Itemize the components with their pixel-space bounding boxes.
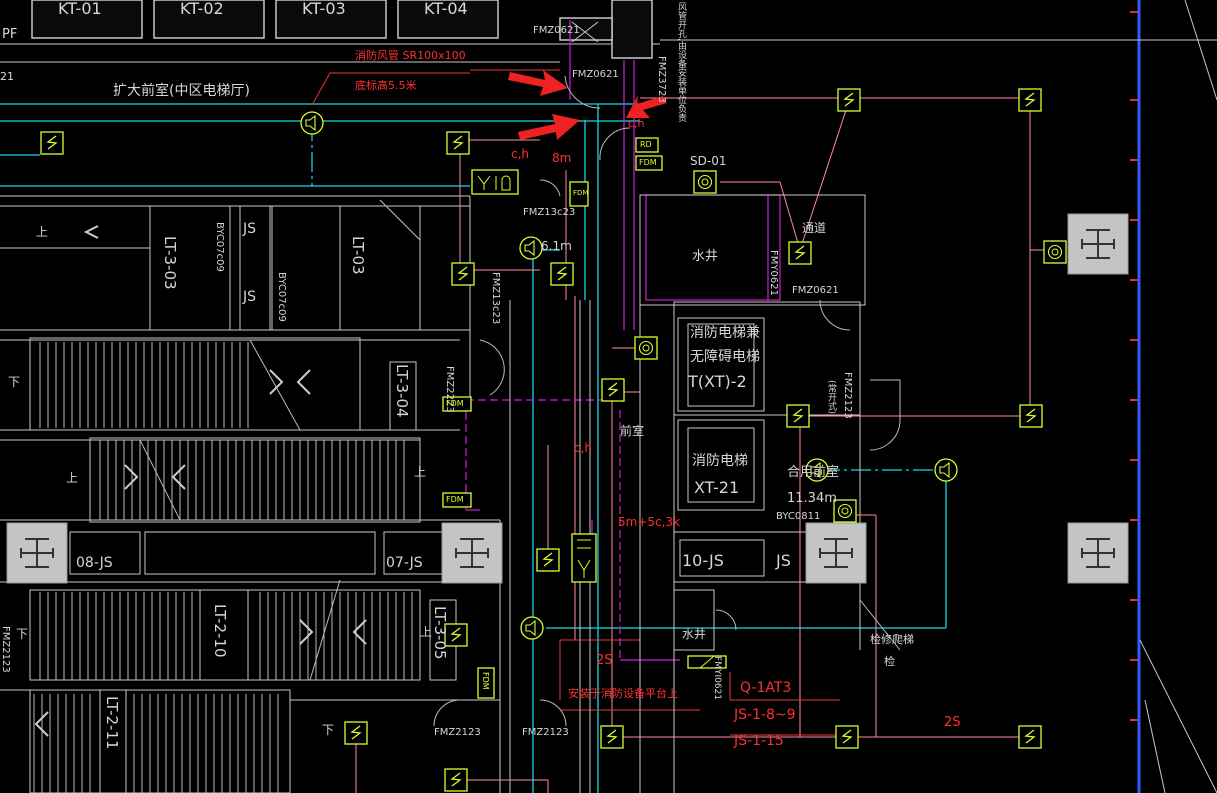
- cyan-pipes: [0, 103, 947, 793]
- column-icon: [1067, 213, 1129, 275]
- smoke-detector-icon[interactable]: [693, 170, 717, 194]
- speaker-icon[interactable]: [934, 458, 958, 482]
- s-switch-icon[interactable]: [1018, 88, 1042, 112]
- room-tag-kt04: KT-04: [424, 0, 468, 18]
- speaker-icon[interactable]: [300, 111, 324, 135]
- room-tag-kt01: KT-01: [58, 0, 102, 18]
- s-switch-icon[interactable]: [444, 768, 468, 792]
- s-switch-icon[interactable]: [40, 131, 64, 155]
- fdm-box[interactable]: [569, 181, 589, 207]
- s-switch-icon[interactable]: [835, 725, 859, 749]
- room-tag-kt03: KT-03: [302, 0, 346, 18]
- red-wiring: [311, 69, 1055, 793]
- smoke-detector-icon[interactable]: [833, 499, 857, 523]
- s-switch-icon[interactable]: [446, 131, 470, 155]
- column-icon: [441, 522, 503, 584]
- fdm-box[interactable]: [442, 396, 472, 412]
- walls-and-stairs: [0, 75, 901, 793]
- s-switch-icon[interactable]: [788, 241, 812, 265]
- rd-box[interactable]: [635, 137, 659, 153]
- smoke-detector-icon[interactable]: [1043, 240, 1067, 264]
- annotation-arrow-icon: [508, 70, 667, 140]
- s-switch-icon[interactable]: [601, 378, 625, 402]
- column-icon: [805, 522, 867, 584]
- column-icon: [1067, 522, 1129, 584]
- s-switch-icon[interactable]: [550, 262, 574, 286]
- room-tag-21: 21: [0, 70, 14, 83]
- s-switch-icon[interactable]: [600, 725, 624, 749]
- s-switch-icon[interactable]: [451, 262, 475, 286]
- control-panel[interactable]: [571, 533, 597, 583]
- s-switch-icon[interactable]: [536, 548, 560, 572]
- room-tag-kt02: KT-02: [180, 0, 224, 18]
- speaker-icon[interactable]: [805, 458, 829, 482]
- smoke-detector-icon[interactable]: [634, 336, 658, 360]
- magenta-lines: [465, 20, 781, 661]
- control-panel[interactable]: [471, 169, 519, 195]
- s-switch-icon[interactable]: [1019, 404, 1043, 428]
- column-icon: [6, 522, 68, 584]
- fdm-box[interactable]: [477, 667, 495, 699]
- s-switch-icon[interactable]: [837, 88, 861, 112]
- s-switch-icon[interactable]: [786, 404, 810, 428]
- s-switch-icon[interactable]: [444, 623, 468, 647]
- s-switch-icon[interactable]: [344, 721, 368, 745]
- fdm-box[interactable]: [442, 492, 472, 508]
- fdm-box[interactable]: [635, 155, 663, 171]
- speaker-icon[interactable]: [519, 236, 543, 260]
- speaker-icon[interactable]: [520, 616, 544, 640]
- top-kt-rooms: [0, 0, 660, 63]
- room-tag-pf: PF: [2, 27, 17, 42]
- s-switch-icon[interactable]: [1018, 725, 1042, 749]
